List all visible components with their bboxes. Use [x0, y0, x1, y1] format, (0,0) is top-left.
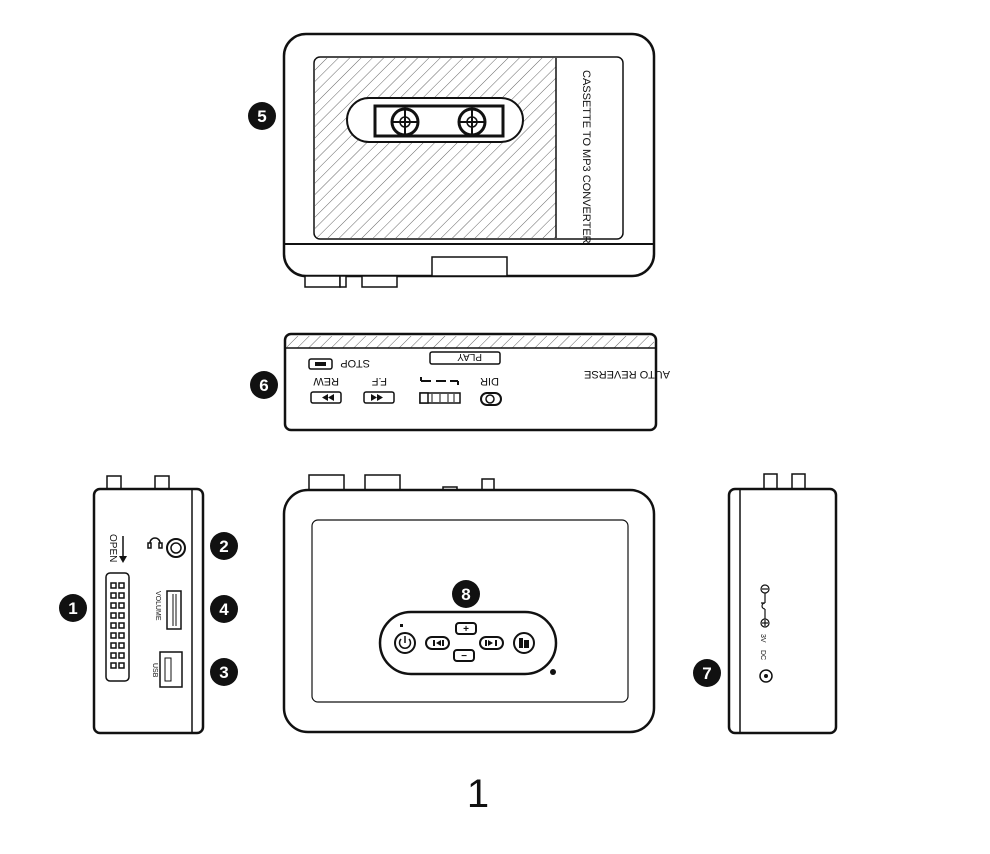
direction-icon [420, 377, 459, 385]
mode-button[interactable] [513, 632, 535, 654]
callout-badge: 1 [59, 594, 87, 622]
polarity-icon [760, 584, 770, 628]
callout-badge: 8 [452, 580, 480, 608]
volume-wheel[interactable] [166, 590, 182, 630]
power-button[interactable] [394, 632, 416, 654]
callout-badge: 2 [210, 532, 238, 560]
volume-label: VOLUME [154, 591, 161, 621]
front-face-view: + − [282, 474, 656, 734]
dc-label: DC [759, 650, 766, 660]
svg-text:4: 4 [219, 600, 229, 619]
ff-label: F.F [371, 375, 387, 387]
callout-badge: 5 [248, 102, 276, 130]
prev-track-icon [433, 640, 444, 646]
indicator-led [550, 669, 556, 675]
power-icon [398, 636, 412, 650]
svg-text:3: 3 [219, 663, 228, 682]
volume-up-button[interactable] [455, 622, 477, 635]
next-track-icon [485, 640, 497, 646]
dir-label: DIR [480, 375, 499, 387]
product-label: CASSETTE TO MP3 CONVERTER [580, 70, 592, 244]
callout-badge: 6 [250, 371, 278, 399]
svg-text:7: 7 [702, 664, 711, 683]
minus-label: − [461, 651, 467, 662]
auto-reverse-label: AUTO REVERSE [584, 368, 670, 380]
headphone-icon [147, 537, 163, 549]
callout-badge: 7 [693, 659, 721, 687]
control-pad [378, 610, 558, 676]
open-label: OPEN [107, 534, 118, 562]
svg-text:5: 5 [257, 107, 266, 126]
callout-badge: 3 [210, 658, 238, 686]
play-button[interactable] [429, 351, 501, 365]
left-side-view: OPEN VOLUME USB [92, 475, 205, 735]
figure-number: 1 [467, 772, 489, 816]
right-side-view: 3V DC [727, 473, 838, 735]
stop-label: STOP [340, 357, 370, 369]
svg-text:1: 1 [68, 599, 77, 618]
voltage-label: 3V [759, 634, 766, 643]
mode-icon [519, 638, 529, 648]
svg-text:2: 2 [219, 537, 228, 556]
reel-icon [457, 107, 487, 137]
usb-label: USB [151, 663, 158, 678]
hatched-window [315, 58, 556, 238]
reel-icon [390, 107, 420, 137]
svg-text:8: 8 [461, 585, 470, 604]
callout-badge: 4 [210, 595, 238, 623]
plus-label: + [463, 624, 469, 635]
top-view: CASSETTE TO MP3 CONVERTER [282, 32, 656, 288]
rew-label: REW [313, 375, 339, 387]
svg-text:6: 6 [259, 376, 268, 395]
open-slider[interactable] [105, 572, 130, 682]
front-panel-view: STOP PLAY REW F.F DIR AUTO REVERSE [283, 332, 670, 432]
volume-down-button[interactable] [453, 649, 475, 662]
play-label: PLAY [457, 351, 482, 362]
